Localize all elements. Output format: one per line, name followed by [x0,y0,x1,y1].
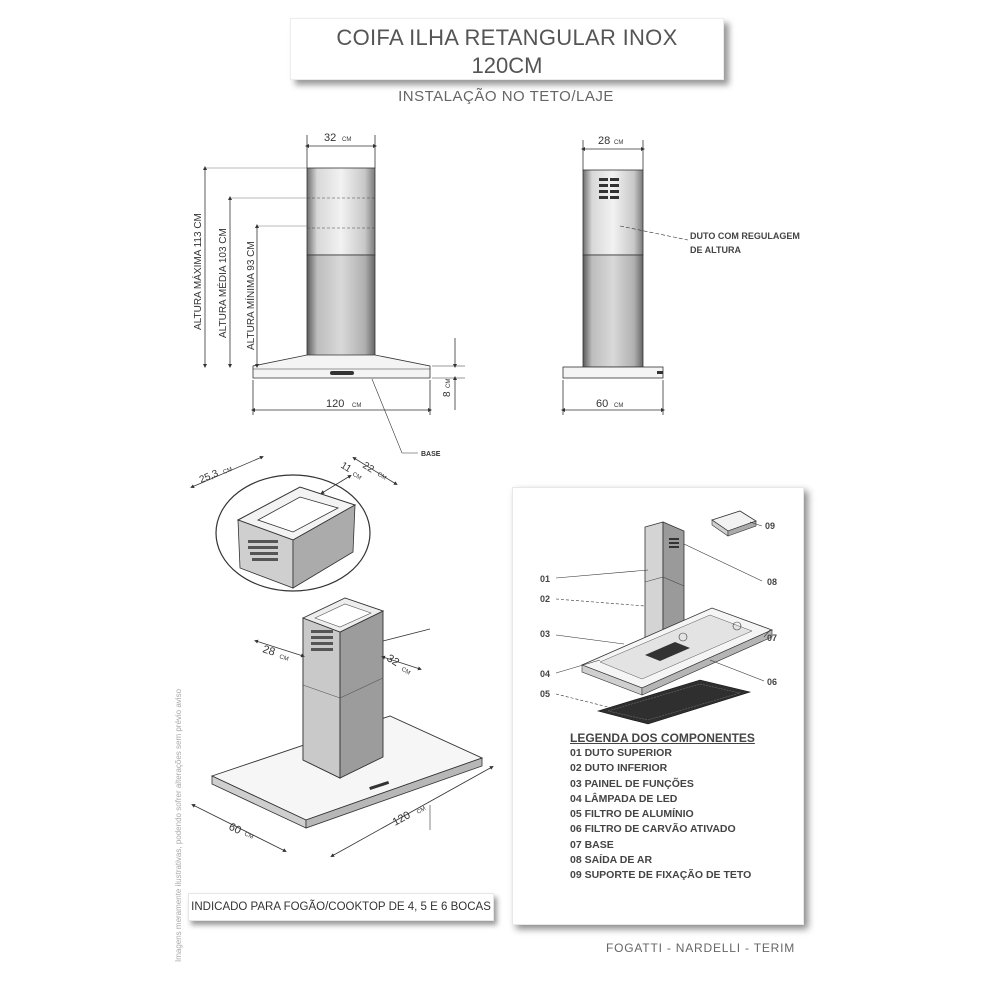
hood-body-side [562,366,664,379]
callout-06: 06 [767,677,777,687]
callout-01: 01 [540,574,550,584]
side-base-depth: 60 [596,398,608,410]
title-line-2: 120CM [471,53,543,78]
indicated-for-note: INDICADO PARA FOGÃO/COOKTOP DE 4, 5 E 6 … [188,893,494,921]
hood-body-front [252,354,431,379]
callout-02: 02 [540,594,550,604]
disclaimer-side-note: Imagens meramente ilustrativas, podendo … [174,688,183,962]
side-top-width: 28 [598,135,610,147]
subtitle: INSTALAÇÃO NO TETO/LAJE [398,88,614,105]
front-base-width-unit: CM [352,403,361,409]
iso-base-width-unit: CM [416,806,427,816]
control-buttons [330,371,354,375]
legend-item: 04 LÂMPADA DE LED [570,792,678,805]
base-height-unit: CM [446,379,452,388]
legend-list: 01 DUTO SUPERIOR 02 DUTO INFERIOR 03 PAI… [570,746,751,884]
detail-vents [248,540,278,561]
callout-09: 09 [765,521,775,531]
legend-item: 01 DUTO SUPERIOR [570,747,672,759]
side-base-depth-unit: CM [614,403,623,409]
title-box: COIFA ILHA RETANGULAR INOX 120CM [290,18,724,80]
detail-dim-a-unit: CM [222,467,233,476]
height-mid-label: ALTURA MÉDIA 103 CM [216,228,229,338]
legend-item: 02 DUTO INFERIOR [570,762,668,775]
iso-vents [311,630,333,651]
side-top-width-unit: CM [614,140,623,146]
callout-08: 08 [767,577,777,587]
iso-duct-right [339,610,384,779]
duct-note-line-1: DUTO COM REGULAGEM [690,231,800,241]
legend-item: 03 PAINEL DE FUNÇÕES [570,777,694,790]
front-top-width: 32 [324,132,336,144]
base-height-value: 8 [442,391,453,397]
brands-footer: FOGATTI - NARDELLI - TERIM [606,941,796,955]
detail-dim-a: 25,3 [198,468,221,486]
callout-07: 07 [767,633,777,643]
legend-item: 07 BASE [570,838,614,851]
detail-dim-b-unit: CM [351,472,362,482]
callout-05: 05 [540,689,550,699]
iso-base-depth: 60 [227,821,243,837]
title-line-1: COIFA ILHA RETANGULAR INOX [336,25,678,50]
height-max-label: ALTURA MÁXIMA 113 CM [191,213,204,330]
air-vents [599,178,619,199]
front-base-width: 120 [326,398,344,410]
iso-duct-depth-unit: CM [278,654,289,663]
legend-title: LEGENDA DOS COMPONENTES [570,731,755,745]
upper-duct [306,167,376,256]
legend-item: 05 FILTRO DE ALUMÍNIO [570,808,694,821]
lower-duct [306,254,376,368]
isometric-view: 28 CM 32 CM 60 CM 120 CM [191,597,494,857]
side-view: 28 CM DUTO COM REGULAGEM DE ALTURA 60 CM [561,135,800,415]
callout-03: 03 [540,629,550,639]
aluminum-filter [596,679,752,725]
legend-item: 09 SUPORTE DE FIXAÇÃO DE TETO [570,869,752,882]
callout-04: 04 [540,669,550,679]
iso-base-depth-unit: CM [243,831,254,840]
front-top-width-unit: CM [342,137,351,143]
legend-item: 08 SAÍDA DE AR [570,854,653,867]
height-min-label: ALTURA MÍNIMA 93 CM [244,241,257,350]
detail-dim-c-unit: CM [376,472,387,482]
base-callout-label: BASE [421,451,441,458]
exploded-view: 01 02 03 04 05 06 07 08 09 [540,510,777,725]
detail-dim-b: 11 [338,460,353,475]
detail-view: 25,3 CM 11 CM 22 CM [190,455,398,592]
iso-duct-width: 32 [384,652,401,669]
iso-duct-depth: 28 [261,643,276,658]
front-view: 32 CM ALTURA MÁXIMA 113 CM ALTURA MÉDIA … [191,132,465,458]
legend-item: 06 FILTRO DE CARVÃO ATIVADO [570,823,736,836]
detail-dim-c: 22 [360,460,376,475]
iso-duct-width-unit: CM [400,667,411,677]
iso-base-width: 120 [391,809,413,828]
duct-note-line-2: DE ALTURA [690,245,741,255]
